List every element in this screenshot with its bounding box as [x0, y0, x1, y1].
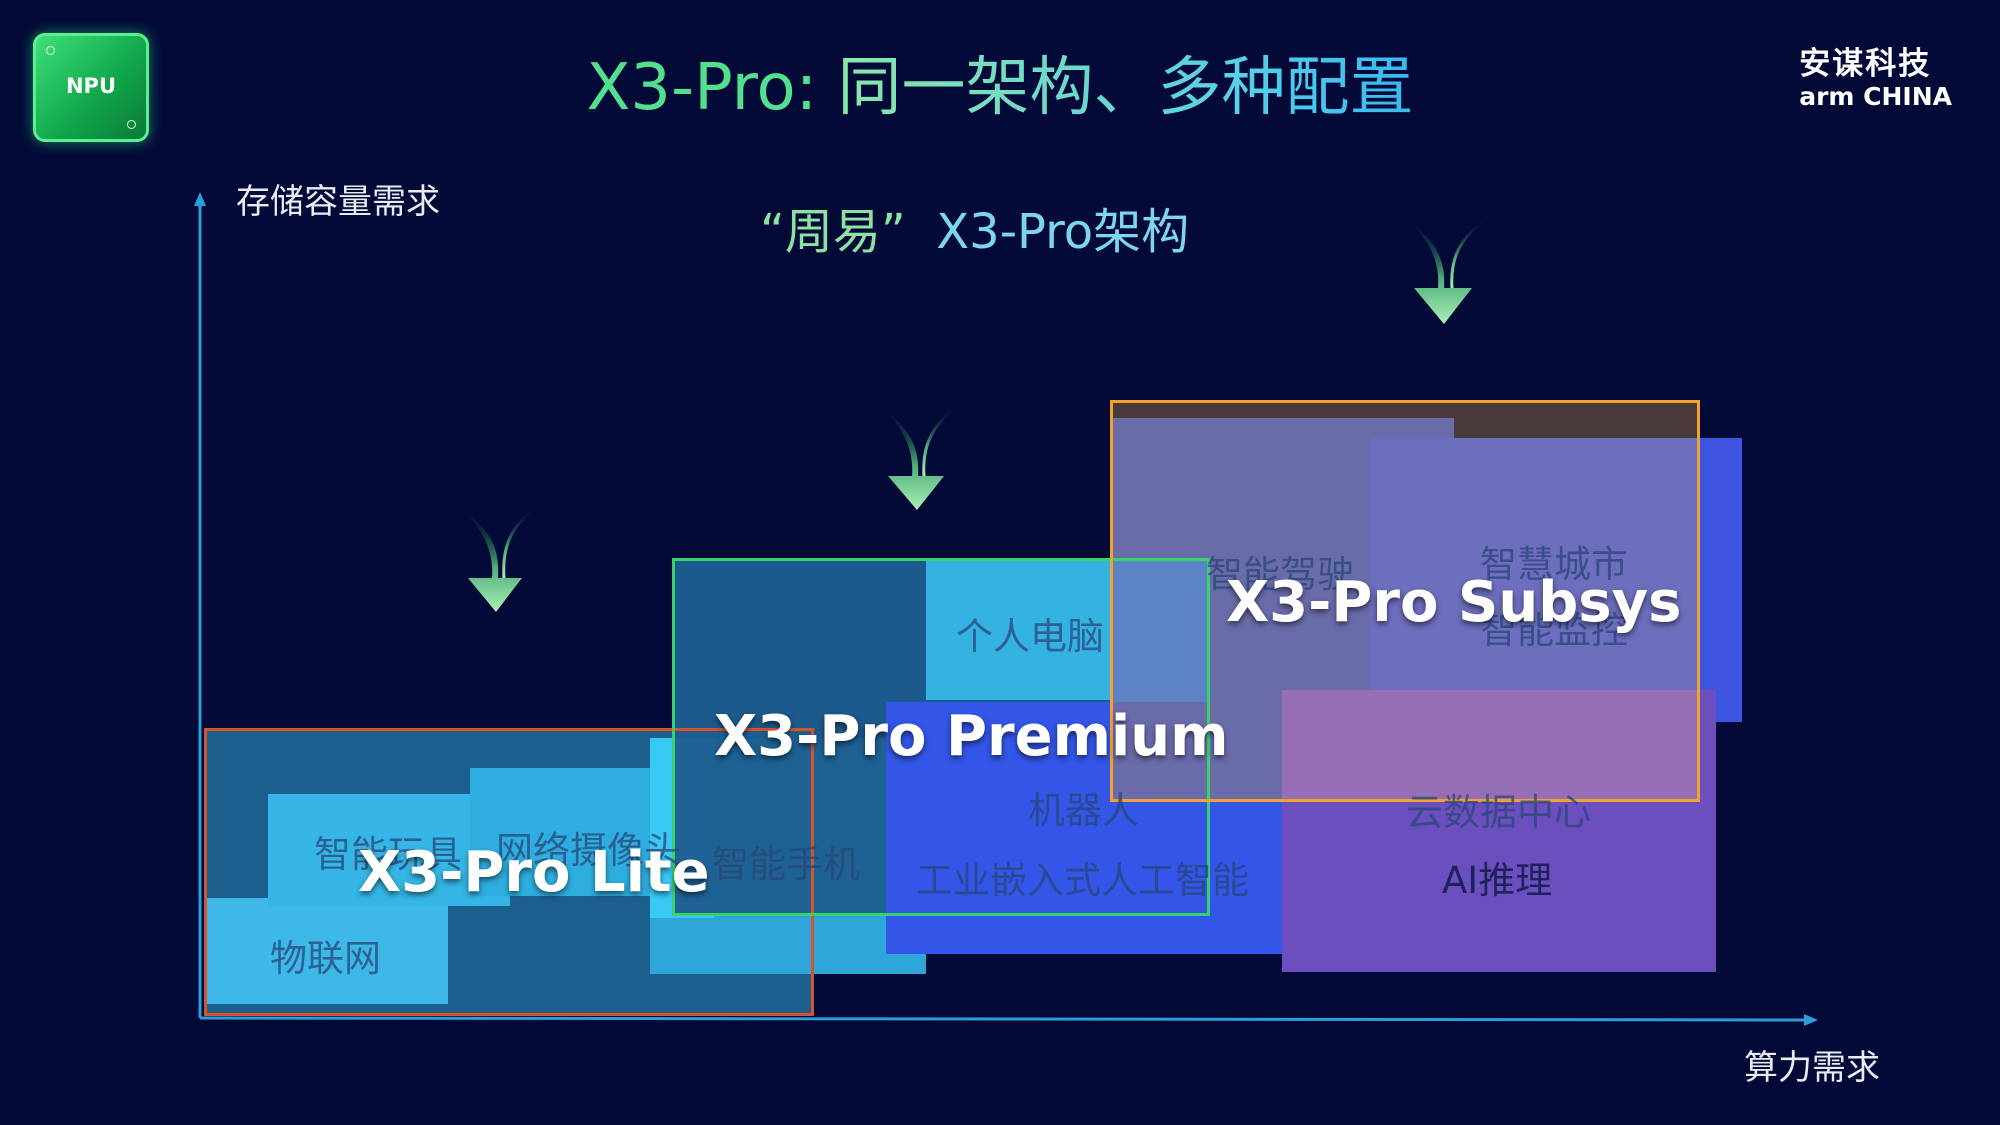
- product-label-subsys: X3-Pro Subsys: [1226, 570, 1682, 635]
- smart-toys-area: [268, 794, 510, 906]
- label-ai-inference: AI推理: [1442, 859, 1553, 902]
- label-autonomous-driving: 智能驾驶: [1206, 553, 1354, 596]
- title-part-slogan: 同一架构、多种配置: [837, 51, 1414, 125]
- subtitle-quoted-name: “周易”: [760, 204, 906, 260]
- label-cloud-datacenter: 云数据中心: [1406, 791, 1591, 834]
- brand-name-cn: 安谋科技: [1799, 46, 1932, 82]
- label-smart-city: 智慧城市: [1480, 543, 1628, 586]
- label-smartphone: 智能手机: [712, 843, 860, 886]
- label-personal-computer: 个人电脑: [956, 615, 1104, 658]
- label-iot: 物联网: [270, 937, 381, 980]
- subtitle-architecture: X3-Pro架构: [936, 204, 1190, 260]
- page-title: X3-Pro: 同一架构、多种配置: [0, 48, 2000, 128]
- x-axis-line: [199, 1016, 1807, 1022]
- npu-chip-label: NPU: [65, 74, 117, 98]
- cloud-datacenter-overlap: [1282, 690, 1700, 800]
- label-industrial-ai: 工业嵌入式人工智能: [916, 859, 1249, 902]
- label-robot: 机器人: [1028, 789, 1139, 832]
- product-label-premium: X3-Pro Premium: [714, 704, 1229, 769]
- x-axis-arrowhead: [1804, 1014, 1818, 1026]
- iot-area: [206, 898, 448, 1004]
- architecture-subtitle: “周易” X3-Pro架构: [760, 192, 1189, 262]
- arrow-lite: [465, 510, 532, 612]
- label-smart-surveillance: 智能监控: [1480, 609, 1628, 652]
- label-network-camera: 网络摄像头: [496, 829, 681, 872]
- subsys-border: [1110, 400, 1700, 802]
- arrow-premium: [885, 408, 954, 510]
- label-smart-toys: 智能玩具: [314, 833, 462, 876]
- brand-logo: 安谋科技 arm CHINA: [1799, 46, 1952, 112]
- title-part-model: X3-Pro:: [586, 51, 838, 125]
- x-axis-label: 算力需求: [1744, 1048, 1880, 1088]
- premium-subsys-overlap: [1110, 560, 1210, 702]
- personal-computer-area: [926, 560, 1138, 700]
- product-label-lite: X3-Pro Lite: [358, 840, 710, 905]
- y-axis-label: 存储容量需求: [236, 182, 440, 222]
- arrow-subsys: [1410, 220, 1483, 324]
- npu-chip-logo: NPU: [33, 33, 149, 142]
- premium-border: [672, 558, 1210, 916]
- brand-name-en: arm CHINA: [1799, 82, 1952, 111]
- lite-border: [204, 728, 814, 1016]
- y-axis-arrowhead: [194, 192, 206, 206]
